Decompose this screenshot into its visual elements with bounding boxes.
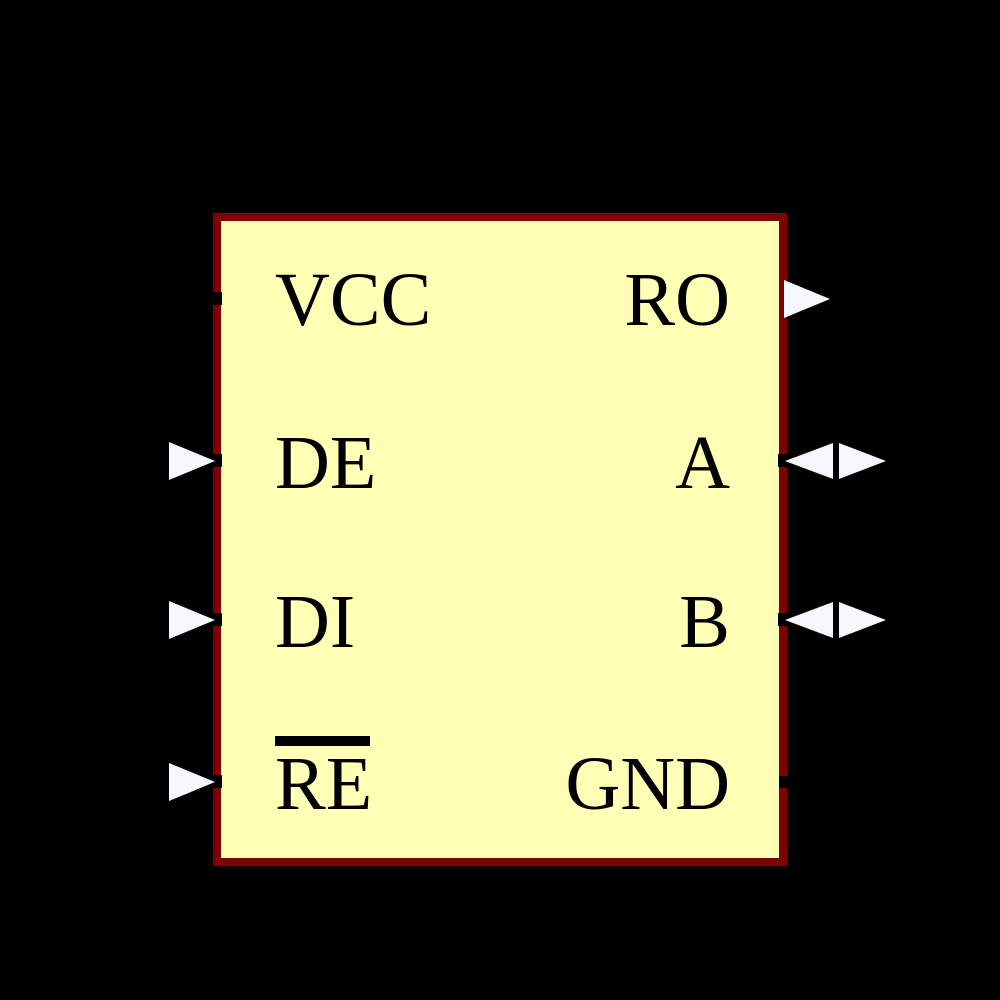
pin-gnd[interactable]: [779, 776, 792, 788]
pin-b[interactable]: [778, 613, 788, 626]
pin-label-a: A: [675, 421, 730, 505]
de-input-arrow-icon[interactable]: [169, 442, 215, 480]
b-bidi-arrow-left-icon[interactable]: [785, 602, 833, 638]
pin-label-re: RE: [275, 742, 373, 826]
re-input-arrow-icon[interactable]: [169, 763, 215, 801]
pin-label-vcc: VCC: [275, 258, 432, 342]
re-overline: [275, 736, 370, 746]
pin-label-di: DI: [275, 580, 356, 664]
pin-label-gnd: GND: [565, 742, 730, 826]
pin-label-ro: RO: [624, 258, 730, 342]
pin-vcc[interactable]: [212, 292, 222, 305]
pin-label-de: DE: [275, 421, 377, 505]
pin-di[interactable]: [212, 613, 222, 626]
pin-a[interactable]: [778, 454, 788, 467]
b-bidi-arrow-right-icon[interactable]: [839, 602, 886, 638]
pin-re[interactable]: [212, 775, 222, 788]
a-bidi-arrow-right-icon[interactable]: [839, 443, 886, 479]
a-bidi-arrow-left-icon[interactable]: [785, 443, 833, 479]
pin-de[interactable]: [212, 454, 222, 467]
ic-body[interactable]: [213, 213, 787, 866]
pin-label-b: B: [679, 580, 730, 664]
ro-output-arrow-icon[interactable]: [784, 280, 830, 318]
di-input-arrow-icon[interactable]: [169, 601, 215, 639]
